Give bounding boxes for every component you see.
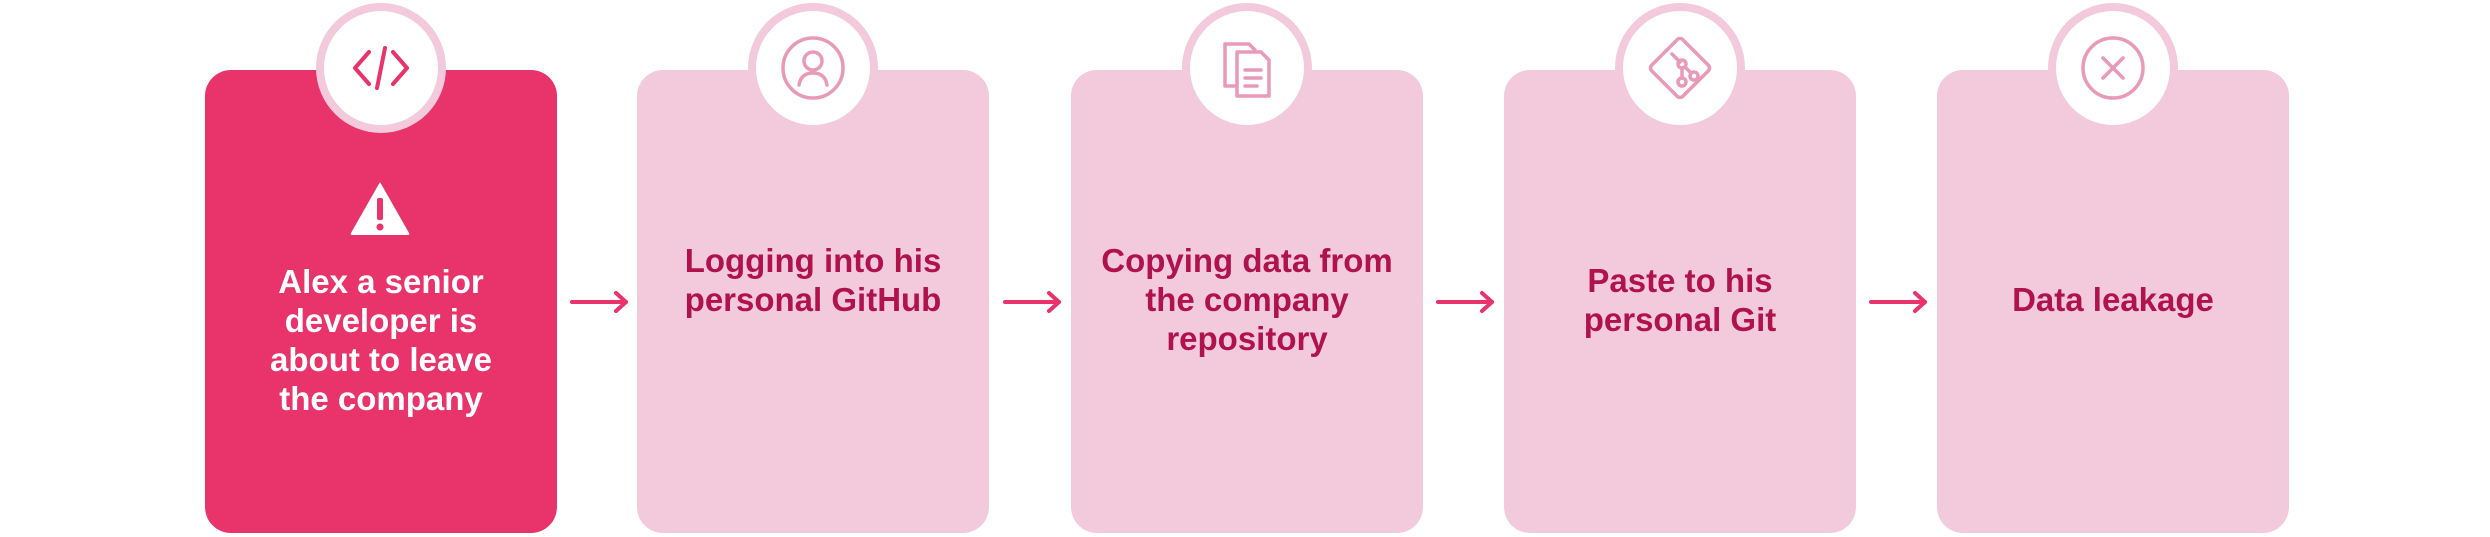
git-icon	[1648, 36, 1712, 100]
step-card-2	[637, 70, 989, 533]
step-badge-3	[1182, 3, 1312, 133]
step-label-3: Copying data from the company repository	[1101, 242, 1393, 357]
warning-icon	[350, 182, 410, 235]
step-badge-1	[316, 3, 446, 133]
arrow-1-to-2	[570, 291, 628, 313]
step-card-5	[1937, 70, 2289, 533]
step-card-1	[205, 70, 557, 533]
arrow-4-to-5	[1869, 291, 1927, 313]
arrow-2-to-3	[1003, 291, 1061, 313]
code-icon	[353, 46, 409, 90]
step-card-4	[1504, 70, 1856, 533]
step-label-5: Data leakage	[2012, 281, 2214, 318]
step-card-3	[1071, 70, 1423, 533]
step-badge-4	[1615, 3, 1745, 133]
user-icon	[781, 36, 845, 100]
step-label-2: Logging into his personal GitHub	[684, 242, 942, 318]
close-circle-icon	[2081, 36, 2145, 100]
step-label-4: Paste to his personal Git	[1583, 262, 1777, 338]
copy-icon	[1223, 42, 1271, 98]
arrow-3-to-4	[1436, 291, 1494, 313]
step-badge-5	[2048, 3, 2178, 133]
step-badge-2	[748, 3, 878, 133]
step-label-1: Alex a senior developer is about to leav…	[270, 263, 492, 417]
